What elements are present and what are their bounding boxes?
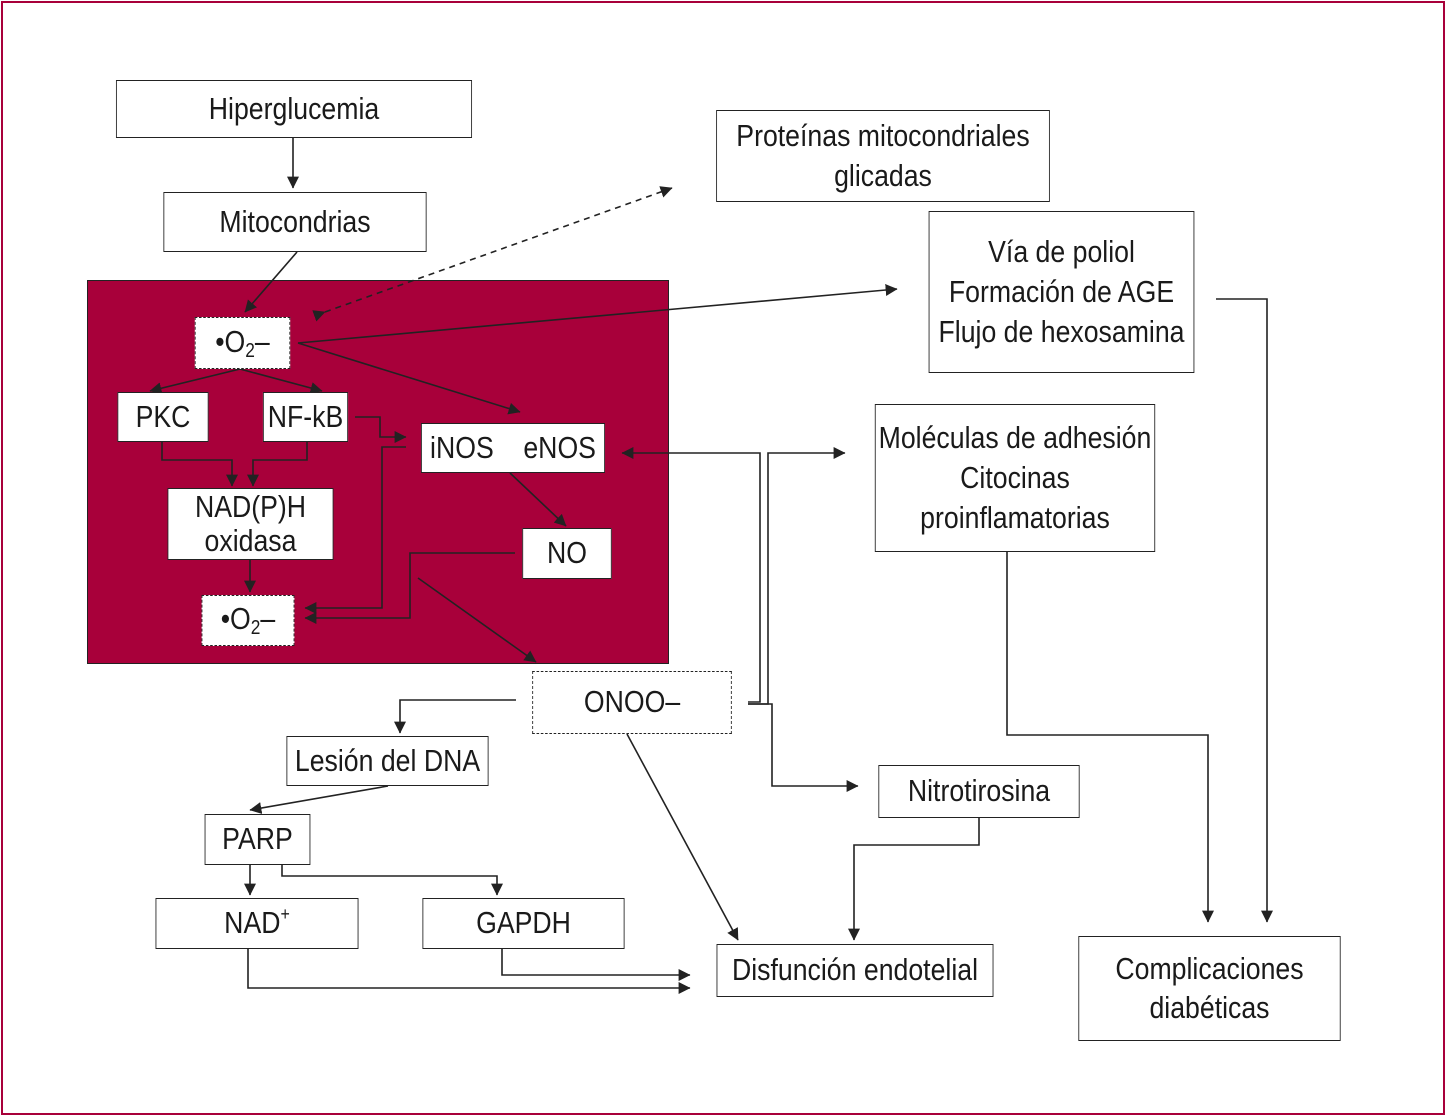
node-disfuncion-label: Disfunción endotelial: [731, 952, 979, 988]
node-proteinas-label: Proteínas mitocondriales glicadas: [736, 117, 1030, 193]
node-via-poliol: Vía de poliol Formación de AGE Flujo de …: [928, 211, 1195, 373]
node-adhesion-citocinas: Moléculas de adhesión Citocinas proinfla…: [874, 404, 1156, 552]
node-complicaciones: Complicaciones diabéticas: [1078, 936, 1341, 1041]
node-superoxide-bottom: •O2–: [201, 595, 295, 646]
arrow-superoxide-pkc: [149, 368, 241, 395]
node-hiperglucemia: Hiperglucemia: [115, 80, 473, 138]
arrow-onoo-nos: [621, 447, 761, 703]
arrow-panel-onoo: [417, 577, 537, 663]
superoxide-bottom-base: •O: [220, 601, 251, 637]
node-nad-plus: NAD+: [155, 898, 359, 949]
node-pkc-label: PKC: [135, 398, 191, 434]
node-nos: iNOS eNOS: [420, 423, 606, 473]
superoxide-bottom-sub: 2: [250, 617, 261, 640]
arrow-superoxide-nos: [297, 342, 521, 415]
arrow-nfkb-nadph: [247, 442, 308, 487]
arrow-nos-superoxide: [304, 446, 406, 614]
node-nadph-label: NAD(P)H oxidasa: [194, 488, 307, 558]
superoxide-top-formula: •O2–: [215, 322, 270, 364]
arrow-adhesion-complicaciones: [1006, 552, 1214, 923]
arrow-no-superoxide: [304, 552, 515, 624]
superoxide-bottom-formula: •O2–: [221, 599, 276, 641]
arrow-onoo-disfuncion: [626, 733, 739, 941]
node-lesion-dna: Lesión del DNA: [286, 736, 489, 786]
node-poliol-label: Vía de poliol Formación de AGE Flujo de …: [938, 233, 1185, 350]
arrow-nfkb-nos: [355, 416, 407, 443]
arrow-onoo-dna: [394, 699, 516, 734]
arrow-poliol-complicaciones: [1216, 298, 1273, 923]
superoxide-top-charge: –: [254, 323, 270, 359]
node-nad-formula: NAD+: [224, 903, 290, 943]
node-no: NO: [522, 528, 612, 579]
node-onoo-label: ONOO–: [583, 684, 681, 720]
node-nad-label: NAD: [224, 905, 281, 941]
node-adhesion-label: Moléculas de adhesión Citocinas proinfla…: [878, 419, 1152, 536]
arrow-onoo-nitrotirosina: [748, 703, 859, 792]
node-gapdh-label: GAPDH: [476, 905, 571, 941]
node-dna-label: Lesión del DNA: [294, 742, 481, 778]
arrow-gapdh-disfuncion: [501, 949, 691, 981]
node-parp: PARP: [204, 814, 311, 865]
node-mitocondrias: Mitocondrias: [163, 192, 427, 252]
node-nfkb-label: NF-kB: [267, 398, 344, 434]
node-gapdh: GAPDH: [422, 898, 625, 949]
node-proteinas-mitocondriales: Proteínas mitocondriales glicadas: [716, 110, 1050, 202]
node-disfuncion-endotelial: Disfunción endotelial: [716, 944, 994, 997]
arrow-superoxide-nfkb: [239, 368, 323, 394]
node-nadph-oxidasa: NAD(P)H oxidasa: [167, 488, 334, 560]
node-nfkb: NF-kB: [262, 392, 349, 442]
arrow-dna-parp: [249, 785, 389, 814]
node-complicaciones-label: Complicaciones diabéticas: [1115, 950, 1304, 1025]
arrow-parp-gapdh: [281, 865, 503, 896]
node-nad-sup: +: [280, 903, 290, 925]
node-pkc: PKC: [117, 392, 209, 442]
node-nitrotirosina: Nitrotirosina: [878, 765, 1080, 818]
node-mitocondrias-label: Mitocondrias: [219, 203, 371, 239]
node-nitrotirosina-label: Nitrotirosina: [907, 773, 1051, 809]
node-parp-label: PARP: [222, 821, 293, 857]
arrow-onoo-adhesion: [748, 447, 846, 705]
node-superoxide-top: •O2–: [194, 317, 291, 369]
node-no-label: NO: [547, 535, 587, 571]
node-onoo: ONOO–: [532, 671, 732, 734]
arrow-pkc-nadph: [161, 442, 238, 487]
node-hiperglucemia-label: Hiperglucemia: [208, 90, 380, 126]
superoxide-top-base: •O: [215, 323, 246, 359]
arrow-nad-disfuncion: [247, 949, 691, 994]
arrow-mitocondrias-superoxide: [244, 251, 298, 313]
arrow-nitrotirosina-disfuncion: [848, 818, 980, 941]
superoxide-top-sub: 2: [245, 339, 255, 362]
arrow-superoxide-poliol: [297, 284, 898, 344]
node-nos-label: iNOS eNOS: [430, 429, 596, 465]
arrow-nos-no: [509, 472, 567, 527]
superoxide-bottom-charge: –: [260, 601, 276, 637]
